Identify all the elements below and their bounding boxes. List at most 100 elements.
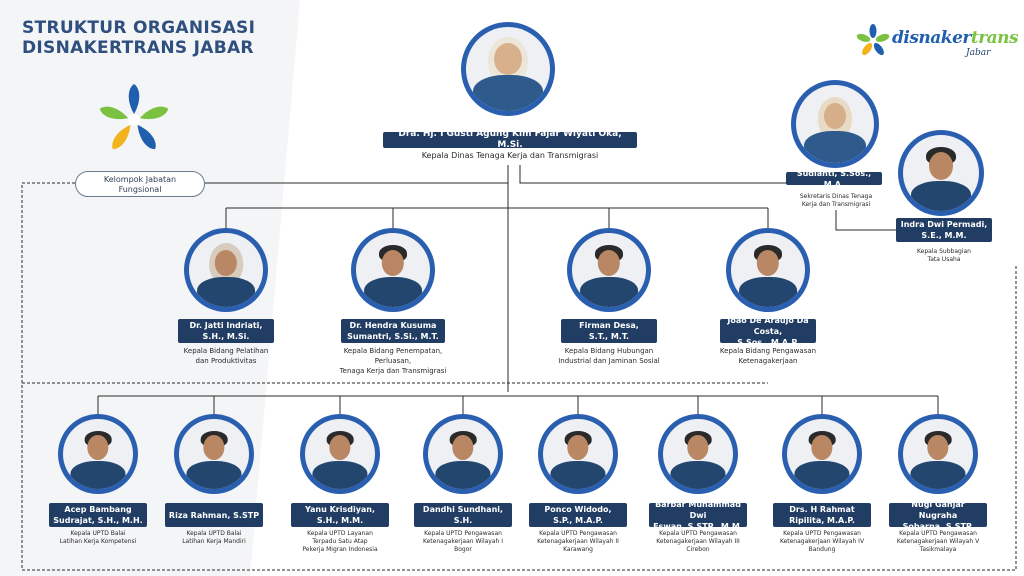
bidang-position-line1: Kepala Bidang Penempatan, Perluasan, bbox=[343, 347, 443, 365]
uptd-position-line1: Kepala UPTD Pengawasan bbox=[539, 530, 617, 537]
uptd-name-line1: Riza Rahman, S.STP bbox=[168, 510, 260, 520]
bidang-name: Joao De Araujo Da Costa,S.Sos., M.A.P. bbox=[720, 316, 816, 347]
subsection-position: Kepala Subbagian Tata Usaha bbox=[896, 248, 992, 264]
connector-bidang-drops bbox=[225, 208, 769, 228]
bidang-name: Dr. Jatti Indriati,S.H., M.Si. bbox=[178, 319, 274, 343]
uptd-photo bbox=[782, 414, 862, 494]
brand-name: disnakertrans bbox=[892, 28, 1019, 48]
secretary-position-line1: Sekretaris Dinas Tenaga bbox=[799, 193, 873, 200]
uptd-position-line2: Ketenagakerjaan Wilayah IV bbox=[779, 538, 865, 545]
brand-star-icon bbox=[856, 24, 890, 56]
bidang-name-line2: Sumantri, S.Si., M.T. bbox=[347, 332, 439, 341]
bidang-name-line2: S.T., M.T. bbox=[588, 332, 630, 341]
subsection-name-line1: Indra Dwi Permadi, bbox=[900, 220, 988, 229]
subsection-photo bbox=[898, 130, 984, 216]
uptd-position-line3: Cirebon bbox=[686, 546, 710, 553]
bidang-photo bbox=[184, 228, 268, 312]
page-title: STRUKTUR ORGANISASI DISNAKERTRANS JABAR bbox=[22, 18, 255, 58]
uptd-name-line1: Nugi Ganjar Nugraha bbox=[911, 499, 965, 520]
connector-head-fungsional bbox=[205, 165, 509, 184]
subsection-name-line2: S.E., M.M. bbox=[921, 231, 967, 240]
subsection-name: Indra Dwi Permadi, S.E., M.M. bbox=[896, 218, 992, 242]
subsection-position-line2: Tata Usaha bbox=[927, 256, 961, 263]
uptd-photo bbox=[898, 414, 978, 494]
subsection-position-line1: Kepala Subbagian bbox=[917, 248, 971, 255]
uptd-position-line3: Pekerja Migran Indonesia bbox=[302, 546, 378, 553]
uptd-name-line1: Dandhi Sundhani, bbox=[422, 505, 504, 514]
head-photo bbox=[461, 22, 555, 116]
bidang-position-line2: Ketenagakerjaan bbox=[738, 357, 798, 365]
uptd-position-line2: Ketenagakerjaan Wilayah I bbox=[422, 538, 503, 545]
uptd-position-line3: Bandung bbox=[808, 546, 836, 553]
uptd-photo bbox=[423, 414, 503, 494]
uptd-position-line2: Ketenagakerjaan Wilayah III bbox=[656, 538, 740, 545]
uptd-name: Ponco Widodo,S.P., M.A.P. bbox=[529, 503, 627, 527]
bidang-position-line1: Kepala Bidang Hubungan bbox=[564, 347, 654, 355]
uptd-name-line2: S.P., M.A.P. bbox=[553, 516, 603, 525]
uptd-photo bbox=[300, 414, 380, 494]
uptd-position-line1: Kepala UPTD Balai bbox=[186, 530, 242, 537]
bidang-photo bbox=[567, 228, 651, 312]
uptd-position-line1: Kepala UPTD Pengawasan bbox=[783, 530, 861, 537]
head-position: Kepala Dinas Tenaga Kerja dan Transmigra… bbox=[421, 151, 599, 160]
uptd-name-line2: S.H. bbox=[453, 516, 473, 525]
bidang-position: Kepala Bidang Penempatan, Perluasan,Tena… bbox=[328, 346, 458, 376]
bidang-photo bbox=[726, 228, 810, 312]
connector-head-secretary bbox=[519, 165, 786, 184]
bidang-photo bbox=[351, 228, 435, 312]
uptd-position-line1: Kepala UPTD Pengawasan bbox=[899, 530, 977, 537]
uptd-name-line1: Acep Bambang bbox=[64, 505, 132, 514]
secretary-position-line2: Kerja dan Transmigrasi bbox=[801, 201, 871, 208]
uptd-name-line2: Sudrajat, S.H., M.H. bbox=[53, 516, 143, 525]
bidang-name-line1: Joao De Araujo Da Costa, bbox=[727, 315, 809, 336]
brand-name-part1: disnaker bbox=[892, 28, 971, 48]
brand-name-part2: trans bbox=[970, 28, 1019, 48]
uptd-name-line2: S.H., M.M. bbox=[316, 516, 364, 525]
logo-petal-group bbox=[99, 84, 169, 150]
secretary-position: Sekretaris Dinas Tenaga Kerja dan Transm… bbox=[786, 193, 886, 209]
functional-group-line2: Fungsional bbox=[118, 185, 162, 194]
bidang-name-line1: Dr. Hendra Kusuma bbox=[349, 321, 437, 330]
uptd-name: Riza Rahman, S.STP bbox=[165, 503, 263, 527]
uptd-position-line2: Ketenagakerjaan Wilayah V bbox=[896, 538, 980, 545]
secretary-name: Sudianti, S.Sos., M.A. bbox=[786, 169, 882, 189]
uptd-name-line1: Yanu Krisdiyan, bbox=[304, 505, 376, 514]
bidang-position-line1: Kepala Bidang Pengawasan bbox=[719, 347, 817, 355]
bidang-name: Firman Desa,S.T., M.T. bbox=[561, 319, 657, 343]
uptd-photo bbox=[658, 414, 738, 494]
uptd-position-line2: Ketenagakerjaan Wilayah II bbox=[537, 538, 619, 545]
uptd-position-line1: Kepala UPTD Pengawasan bbox=[424, 530, 502, 537]
uptd-position-line3: Bogor bbox=[454, 546, 472, 553]
connector-secretary-subsection bbox=[835, 210, 896, 231]
uptd-position-line2: Latihan Kerja Kompetensi bbox=[59, 538, 137, 545]
uptd-position-line1: Kepala UPTD Balai bbox=[70, 530, 126, 537]
uptd-name-line1: Drs. H Rahmat bbox=[789, 505, 855, 514]
organization-logo-icon bbox=[99, 84, 169, 150]
uptd-photo bbox=[174, 414, 254, 494]
bidang-name-line1: Dr. Jatti Indriati, bbox=[189, 321, 263, 330]
uptd-photo bbox=[58, 414, 138, 494]
brand-sub: Jabar bbox=[966, 48, 991, 58]
uptd-name-line2: Ripilita, M.A.P. bbox=[789, 516, 855, 525]
bidang-position-line2: dan Produktivitas bbox=[195, 357, 257, 365]
uptd-name-line2: Sobarna, S.STP. bbox=[902, 521, 974, 531]
uptd-position-line3: Tasikmalaya bbox=[919, 546, 957, 553]
bidang-position-line2: Industrial dan Jaminan Sosial bbox=[558, 357, 660, 365]
functional-group-box: Kelompok Jabatan Fungsional bbox=[75, 171, 205, 197]
